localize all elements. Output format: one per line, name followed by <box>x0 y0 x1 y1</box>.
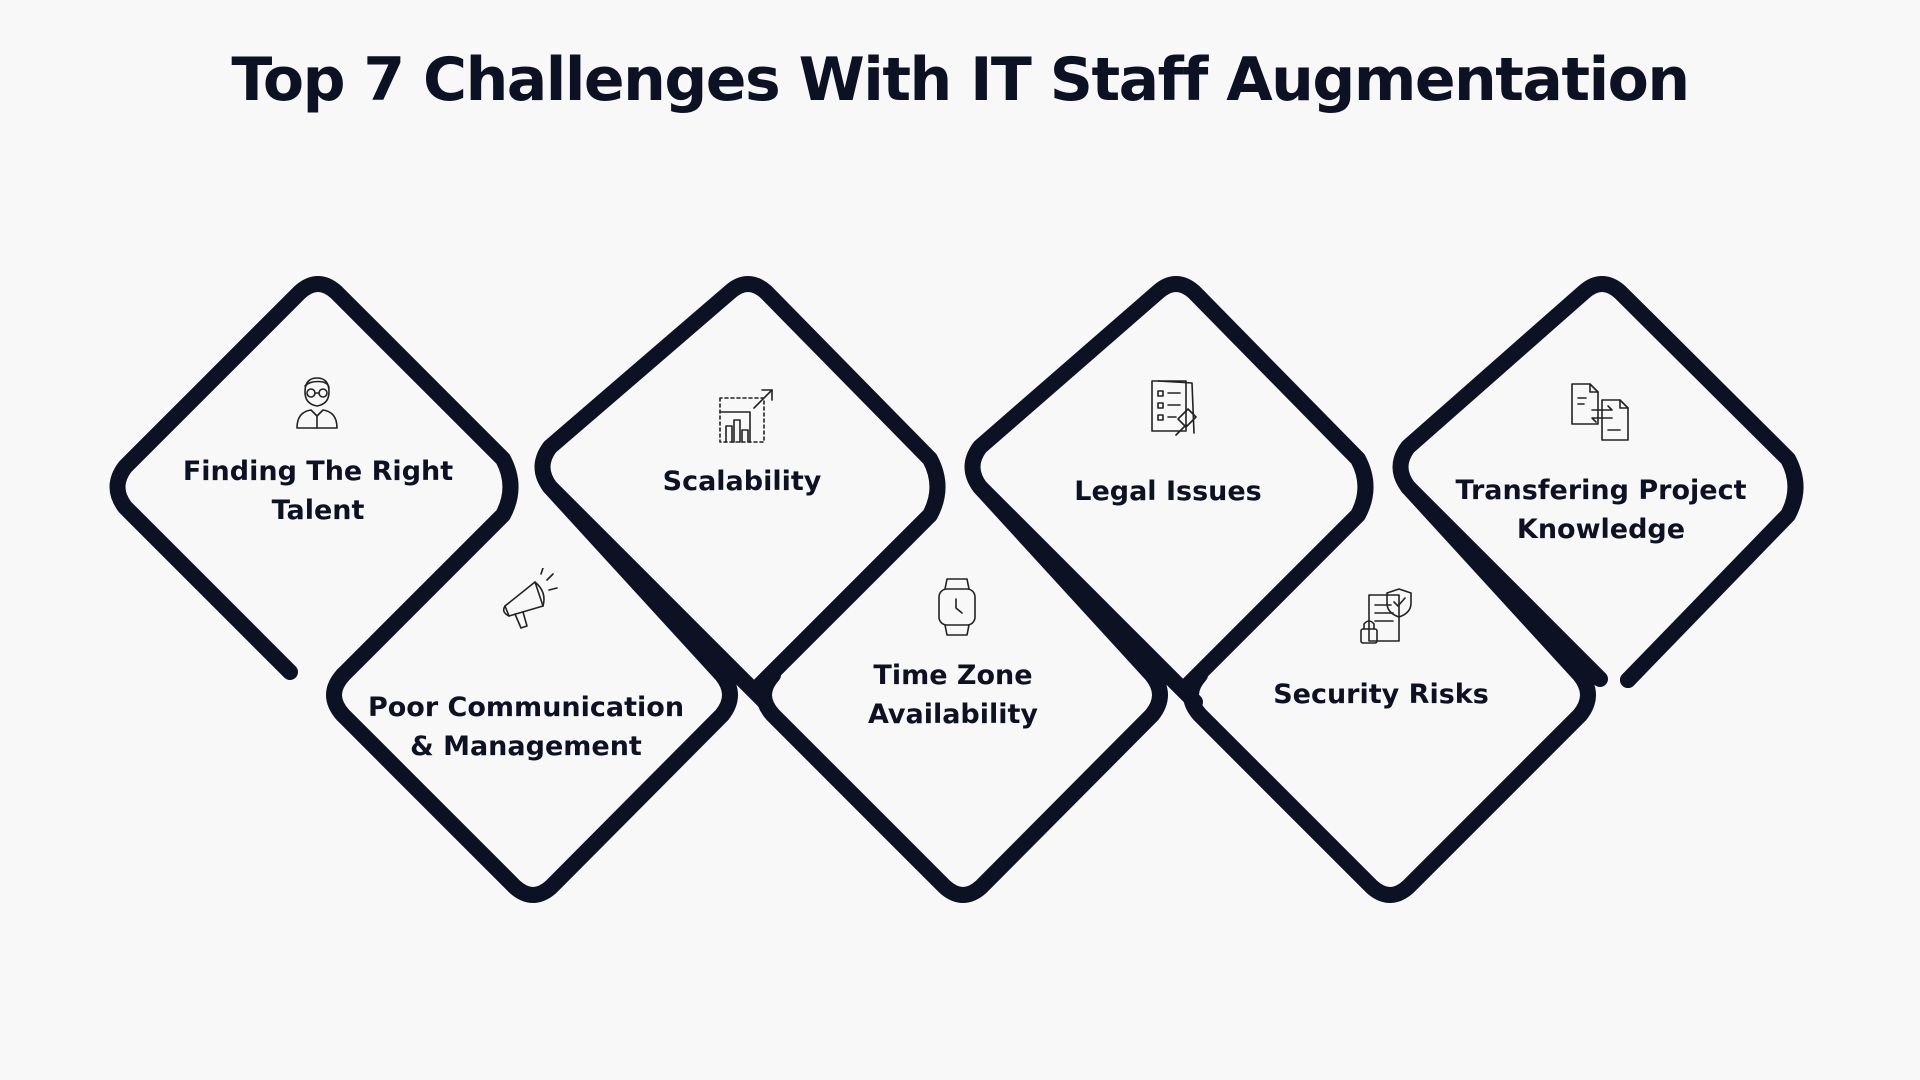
smartwatch-icon <box>925 575 989 639</box>
diamond-security-risks <box>1183 479 1596 903</box>
legal-checklist-icon <box>1142 375 1206 439</box>
recruiter-icon <box>285 370 349 434</box>
diagram-title: Top 7 Challenges With IT Staff Augmentat… <box>231 45 1690 115</box>
security-document-icon <box>1355 585 1419 649</box>
file-transfer-icon <box>1568 380 1632 444</box>
label-legal-issues: Legal Issues <box>1074 476 1262 507</box>
diamond-time-zone <box>756 479 1168 903</box>
diamond-finding-talent <box>109 276 519 683</box>
scalability-chart-icon <box>714 384 778 448</box>
label-scalability: Scalability <box>662 466 822 497</box>
megaphone-icon <box>495 567 559 632</box>
label-poor-communication: Poor Communication& Management <box>367 692 685 762</box>
label-security-risks: Security Risks <box>1273 679 1489 710</box>
diamond-poor-communication <box>326 479 738 903</box>
